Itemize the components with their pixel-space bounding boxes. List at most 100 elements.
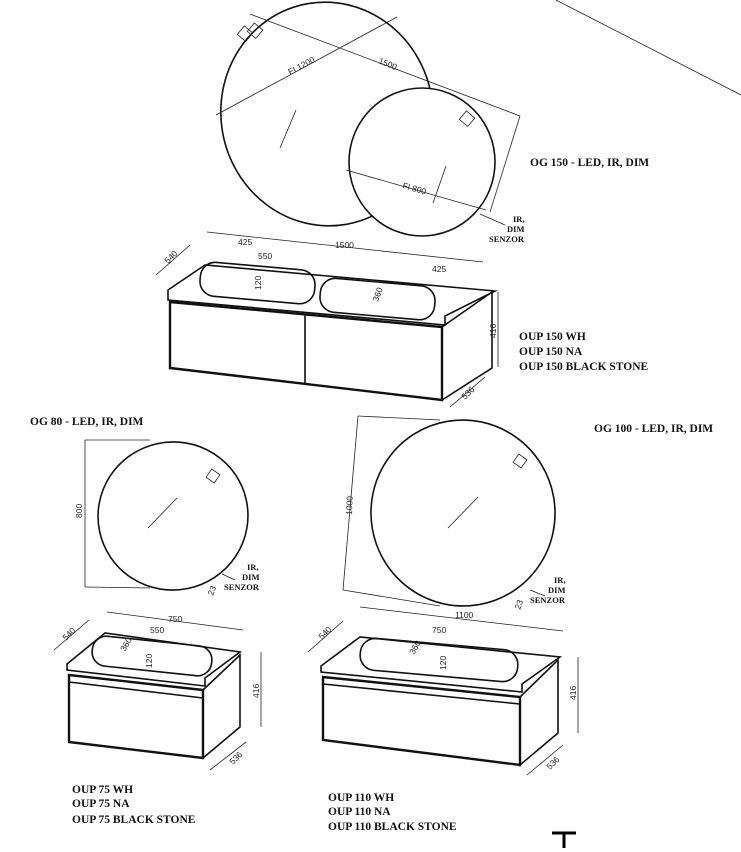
countertop bbox=[167, 264, 498, 326]
sensor-label: DIM bbox=[507, 224, 524, 234]
dim-label-offset: 23 bbox=[512, 598, 525, 611]
dim-label-width: 1100 bbox=[455, 610, 474, 620]
dim-line bbox=[155, 244, 191, 276]
basin-left bbox=[199, 261, 316, 305]
dim-line bbox=[342, 415, 359, 591]
dim-line bbox=[345, 169, 487, 211]
glare-mark bbox=[447, 496, 479, 529]
vanity-oup150: 1500 425 550 425 120 360 540 416 536 bbox=[155, 231, 499, 408]
dim-label-base-depth: 536 bbox=[227, 749, 244, 766]
dim-label-tap: 120 bbox=[253, 276, 263, 290]
cabinet-front bbox=[321, 675, 522, 767]
dim-label-offset: 23 bbox=[205, 584, 218, 597]
dim-label-tap: 120 bbox=[144, 654, 154, 668]
dim-label-height: 416 bbox=[488, 324, 498, 338]
dim-label-basin: 550 bbox=[258, 251, 272, 261]
vanity-oup75: 750 550 120 360 540 416 536 bbox=[53, 611, 262, 771]
dim-label-diameter-large: FI 1200 bbox=[286, 54, 316, 76]
vanity-oup110: 1100 750 120 360 540 416 536 bbox=[307, 606, 579, 776]
dim-label-right: 425 bbox=[432, 264, 446, 274]
drawer-top-edge bbox=[322, 683, 521, 705]
model-label: OUP 150 WH bbox=[519, 331, 586, 343]
mirror bbox=[97, 441, 249, 591]
model-label: OUP 75 NA bbox=[72, 798, 130, 810]
dim-line bbox=[53, 619, 90, 651]
og150-title: OG 150 - LED, IR, DIM bbox=[530, 157, 649, 169]
model-label: OUP 75 WH bbox=[72, 784, 133, 796]
sensor-label: SENZOR bbox=[224, 582, 260, 592]
dim-label-base-depth: 536 bbox=[544, 754, 561, 771]
dim-line bbox=[526, 744, 564, 776]
cabinet-side bbox=[202, 653, 241, 760]
dim-label-basin: 750 bbox=[432, 625, 446, 635]
cabinet-front bbox=[168, 300, 444, 402]
led-switch-icon bbox=[512, 453, 528, 469]
sensor-label: SENZOR bbox=[489, 234, 525, 244]
dim-label-width: 1500 bbox=[377, 56, 399, 72]
dim-label-width: 750 bbox=[168, 614, 182, 624]
dim-line bbox=[215, 16, 398, 116]
og80-title: OG 80 - LED, IR, DIM bbox=[30, 416, 144, 428]
og100-title: OG 100 - LED, IR, DIM bbox=[594, 423, 713, 435]
sensor-label: IR, bbox=[247, 562, 259, 572]
dim-line bbox=[359, 606, 564, 632]
sensor-leader bbox=[479, 213, 506, 226]
border-line bbox=[555, 0, 741, 96]
led-switch-icon bbox=[246, 22, 264, 40]
dim-line bbox=[342, 589, 441, 607]
dim-line bbox=[249, 13, 521, 117]
dim-line bbox=[489, 115, 521, 213]
dim-line bbox=[307, 620, 344, 653]
text-cursor-icon bbox=[552, 831, 576, 848]
led-switch-icon bbox=[205, 468, 221, 484]
sensor-label: DIM bbox=[242, 572, 259, 582]
dim-label-left: 425 bbox=[238, 237, 252, 247]
model-label: OUP 150 NA bbox=[519, 346, 583, 358]
sensor-label: IR, bbox=[513, 214, 525, 224]
model-label: OUP 75 BLACK STONE bbox=[72, 814, 196, 826]
dim-label-width: 1500 bbox=[335, 240, 354, 250]
model-label: OUP 150 BLACK STONE bbox=[519, 361, 649, 373]
glare-mark bbox=[279, 109, 297, 149]
dim-label-tap: 120 bbox=[438, 656, 448, 670]
mirror-og150: FI 1200 1500 FI 800 IR, DIM SENZOR bbox=[215, 1, 525, 244]
mirror-og100: 1000 23 IR, DIM SENZOR bbox=[342, 415, 566, 611]
countertop bbox=[66, 632, 243, 687]
basin bbox=[91, 635, 213, 677]
dim-label-height: 1000 bbox=[344, 496, 355, 516]
dim-line bbox=[84, 586, 151, 589]
basin-right bbox=[319, 277, 436, 321]
drawer-top-edge bbox=[68, 681, 204, 699]
dim-line bbox=[106, 611, 244, 631]
mirror-og80: 800 23 IR, DIM SENZOR bbox=[74, 439, 260, 597]
dim-line bbox=[206, 231, 484, 263]
sensor-label: SENZOR bbox=[530, 595, 566, 605]
glare-mark bbox=[432, 165, 447, 204]
dim-label-height: 800 bbox=[74, 504, 84, 518]
dim-line bbox=[449, 376, 486, 408]
basin bbox=[359, 637, 519, 683]
model-label: OUP 110 NA bbox=[328, 806, 391, 818]
cabinet-front bbox=[67, 673, 205, 760]
dim-label-height: 416 bbox=[251, 684, 261, 698]
mirror-small bbox=[348, 87, 496, 237]
dim-line bbox=[209, 741, 247, 771]
dim-label-basin: 550 bbox=[150, 625, 164, 635]
sensor-leader bbox=[529, 589, 546, 597]
dim-label-bowl: 360 bbox=[370, 286, 384, 303]
sensor-leader bbox=[221, 573, 236, 581]
dim-line bbox=[357, 415, 441, 421]
sensor-label: DIM bbox=[548, 585, 565, 595]
model-label: OUP 110 WH bbox=[328, 792, 394, 804]
sensor-label: IR, bbox=[554, 575, 566, 585]
countertop bbox=[320, 636, 563, 693]
dim-label-depth: 540 bbox=[162, 248, 179, 265]
dim-label-depth: 540 bbox=[60, 625, 77, 642]
cabinet-side bbox=[441, 290, 493, 402]
led-switch-icon bbox=[458, 110, 476, 128]
mirror bbox=[370, 419, 556, 607]
glare-mark bbox=[147, 497, 178, 529]
dim-label-depth: 540 bbox=[316, 624, 333, 641]
